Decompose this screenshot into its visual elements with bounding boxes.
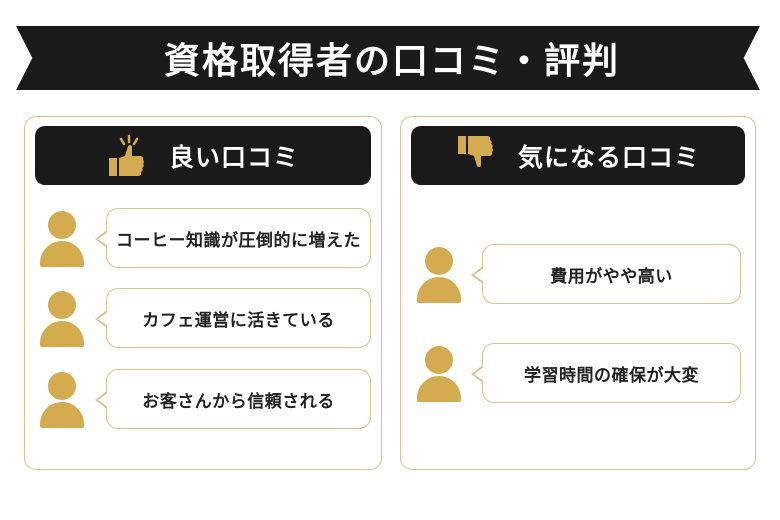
review-text: 学習時間の確保が大変 bbox=[524, 365, 699, 386]
speech-bubble: コーヒー知識が圧倒的に増えた bbox=[95, 208, 371, 268]
concern-reviews-title: 気になる口コミ bbox=[517, 142, 700, 172]
user-avatar-icon bbox=[417, 346, 461, 402]
review-item: コーヒー知識が圧倒的に増えた bbox=[25, 207, 381, 269]
concern-reviews-header: 気になる口コミ bbox=[411, 126, 745, 185]
concern-reviews-panel: 気になる口コミ 費用がやや高い 学習時間の確保が大変 bbox=[400, 116, 756, 470]
user-avatar-icon bbox=[417, 247, 461, 303]
thumbs-up-icon bbox=[107, 134, 147, 178]
speech-bubble: お客さんから信頼される bbox=[95, 369, 371, 429]
review-item: 費用がやや高い bbox=[401, 243, 755, 305]
good-reviews-panel: 良い口コミ コーヒー知識が圧倒的に増えた カフェ運営に活きている お客さんから信… bbox=[24, 116, 382, 470]
review-text: 費用がやや高い bbox=[550, 266, 673, 287]
speech-bubble: 費用がやや高い bbox=[471, 244, 741, 304]
review-text: お客さんから信頼される bbox=[142, 391, 335, 412]
good-reviews-title: 良い口コミ bbox=[168, 142, 299, 172]
page-title: 資格取得者の口コミ・評判 bbox=[163, 41, 620, 82]
review-text: カフェ運営に活きている bbox=[142, 310, 335, 331]
review-item: 学習時間の確保が大変 bbox=[401, 342, 755, 404]
review-item: カフェ運営に活きている bbox=[25, 287, 381, 349]
title-banner: 資格取得者の口コミ・評判 bbox=[16, 26, 760, 90]
speech-bubble: カフェ運営に活きている bbox=[95, 288, 371, 348]
review-item: お客さんから信頼される bbox=[25, 368, 381, 430]
speech-bubble: 学習時間の確保が大変 bbox=[471, 343, 741, 403]
user-avatar-icon bbox=[40, 372, 84, 428]
user-avatar-icon bbox=[40, 211, 84, 267]
thumbs-down-icon bbox=[456, 134, 496, 178]
review-text: コーヒー知識が圧倒的に増えた bbox=[116, 230, 361, 251]
user-avatar-icon bbox=[40, 291, 84, 347]
good-reviews-header: 良い口コミ bbox=[35, 126, 371, 185]
